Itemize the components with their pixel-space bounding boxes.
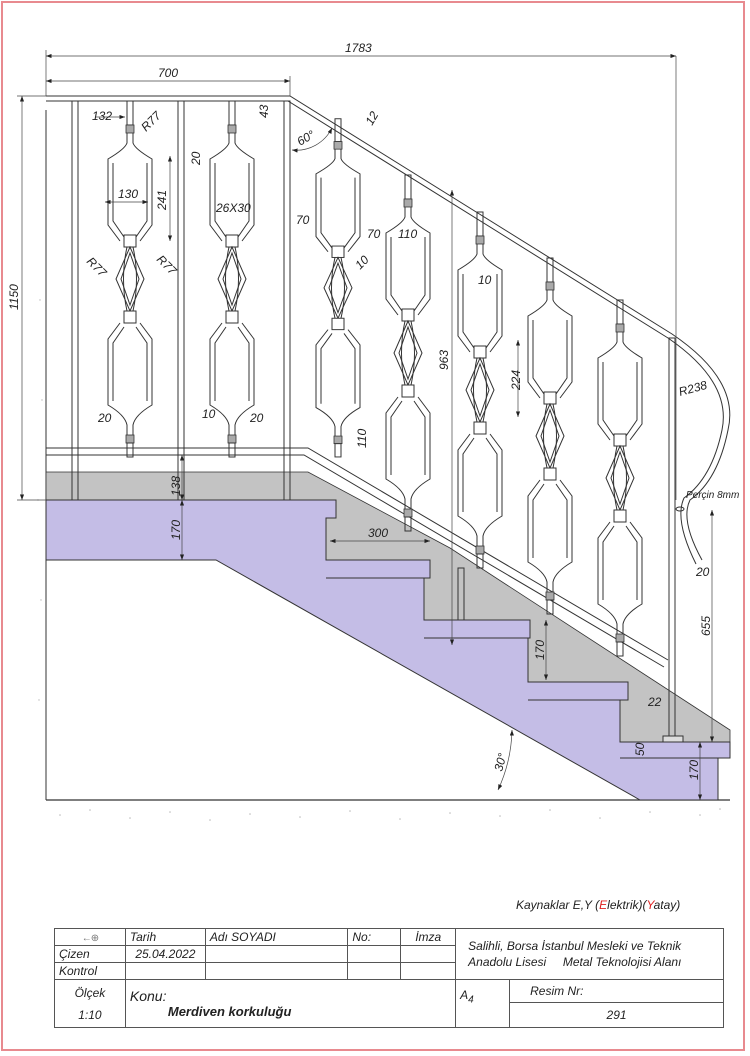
dim-30deg: 30° — [491, 751, 509, 772]
dim-26x30: 26X30 — [215, 201, 251, 215]
dim-170-landing: 170 — [169, 520, 183, 540]
note-y-rest: atay) — [653, 898, 681, 912]
dim-170-base: 170 — [687, 760, 701, 780]
adi-label: Adı SOYADI — [204, 928, 349, 946]
dim-total-height: 1150 — [7, 284, 21, 310]
dim-landing-width: 700 — [158, 66, 178, 80]
resim-number: 291 — [509, 1002, 724, 1028]
title-block: ←⊕ Tarih Adı SOYADI No: İmza Salihli, Bo… — [54, 928, 724, 1028]
dim-70-mid: 70 — [367, 227, 381, 241]
dim-241: 241 — [155, 190, 169, 211]
dim-655: 655 — [699, 616, 713, 636]
dim-110-bottom: 110 — [355, 429, 369, 448]
kontrol-label: Kontrol — [54, 962, 126, 980]
dim-r77-left: R77 — [84, 254, 110, 280]
concrete-stair — [45, 499, 731, 801]
cizen-label: Çizen — [54, 945, 126, 963]
school-line2: Anadolu Lisesi Metal Teknolojisi Alanı — [468, 955, 682, 969]
tarih-label: Tarih — [124, 928, 206, 946]
konu-label: Konu: — [129, 988, 167, 1004]
dim-130: 130 — [118, 187, 138, 201]
olcek-label: Ölçek — [74, 985, 106, 1000]
paper-size: A4 — [455, 979, 511, 1028]
scale-cell: Ölçek 1:10 — [54, 979, 126, 1028]
dim-10-bar: 10 — [478, 273, 492, 287]
note-prefix: Kaynaklar E,Y ( — [516, 898, 600, 912]
dim-50: 50 — [633, 742, 647, 756]
rivet-label: Perçin 8mm — [686, 490, 739, 501]
dim-10-diamond: 10 — [352, 253, 372, 273]
dim-r77-right: R77 — [154, 252, 180, 278]
dim-963: 963 — [437, 350, 451, 370]
dim-10-mid: 10 — [202, 407, 216, 421]
dim-70-left: 70 — [296, 213, 310, 227]
ground-hatch — [37, 299, 721, 821]
note-y-letter: Y — [646, 898, 654, 912]
dim-20-left: 20 — [97, 411, 112, 425]
school-cell: Salihli, Borsa İstanbul Mesleki ve Tekni… — [455, 928, 724, 980]
school-line1: Salihli, Borsa İstanbul Mesleki ve Tekni… — [468, 939, 682, 953]
paper-size-letter: A — [460, 988, 469, 1002]
resim-label: Resim Nr: — [509, 979, 724, 1003]
subject-value: Merdiven korkuluğu — [167, 1004, 292, 1019]
dim-r238: R238 — [677, 378, 709, 399]
rivet — [675, 506, 685, 512]
no-label: No: — [347, 928, 402, 946]
dim-22: 22 — [647, 695, 662, 709]
dim-43: 43 — [257, 104, 271, 118]
dim-300: 300 — [368, 526, 388, 540]
dim-170-step: 170 — [533, 640, 547, 660]
welding-note: Kaynaklar E,Y (Elektrik)(Yatay) — [516, 898, 680, 912]
dim-20-end: 20 — [695, 565, 710, 579]
dim-r77-top: R77 — [138, 108, 164, 134]
paper-size-sub: 4 — [468, 994, 474, 1006]
imza-label: İmza — [400, 928, 457, 946]
note-e-letter: E — [599, 898, 608, 912]
scale-value: 1:10 — [78, 1007, 102, 1022]
dim-20: 20 — [189, 151, 203, 166]
date-value: 25.04.2022 — [124, 945, 206, 963]
dim-20-right: 20 — [249, 411, 264, 425]
dimension-lines — [17, 50, 715, 800]
dim-138: 138 — [169, 476, 183, 496]
dim-110-width: 110 — [398, 227, 417, 241]
dim-132: 132 — [92, 109, 112, 123]
dim-60deg: 60° — [295, 127, 318, 148]
note-e-rest: lektrik)( — [607, 898, 647, 912]
subject-cell: Konu: Merdiven korkuluğu — [124, 979, 457, 1028]
dim-12: 12 — [362, 109, 381, 128]
projection-symbol-cell: ←⊕ — [54, 928, 126, 946]
dim-224: 224 — [509, 370, 523, 391]
dim-overall-width: 1783 — [345, 41, 372, 55]
projection-symbol-icon: ←⊕ — [81, 933, 99, 944]
handrail — [46, 95, 731, 565]
